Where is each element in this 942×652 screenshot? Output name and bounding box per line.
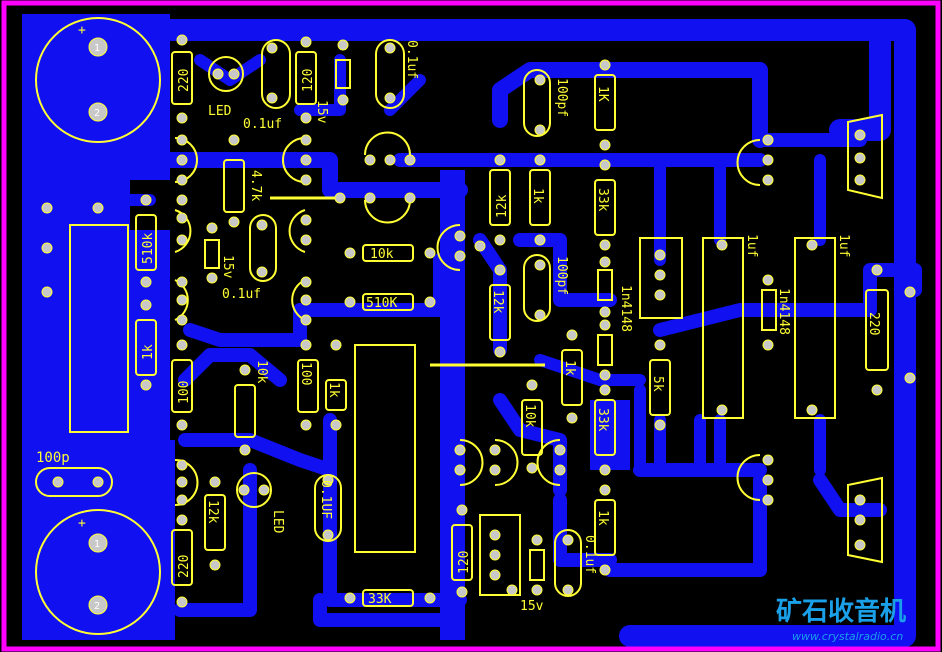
label-r1k-b: 1k — [530, 188, 545, 204]
watermark-url: www.crystalradio.cn — [792, 630, 903, 643]
label-r33k-bottom: 33K — [368, 592, 392, 607]
trace-layer — [64, 19, 922, 647]
label-c100pf-mid: 100pf — [554, 256, 569, 295]
label-r220-top: 220 — [177, 69, 192, 92]
label-r33k-a: 33k — [595, 188, 610, 212]
cap-top-pin2: 2 — [94, 108, 100, 119]
label-r100-left: 100 — [177, 381, 192, 404]
ic-right-a — [639, 237, 683, 319]
label-d1n4148-b: 1n4148 — [776, 288, 791, 335]
cap-top-plus: + — [78, 23, 86, 38]
label-z15v-mid: 15v — [220, 255, 235, 279]
cap-top-pin1: 1 — [94, 43, 100, 54]
label-r12k-low: 12k — [205, 500, 220, 524]
label-r33k-b: 33k — [595, 408, 610, 432]
label-c01uf-right: 0.1uf — [582, 535, 597, 574]
label-r510k-left: 510k — [141, 233, 156, 264]
label-c01uf-top: 0.1uf — [404, 40, 419, 79]
central-ic-outline — [354, 344, 416, 553]
cap-bottom-plus: + — [78, 516, 86, 531]
label-r12k-a: 12k — [495, 194, 510, 218]
label-r1k-c: 1k — [562, 360, 577, 376]
label-r47k: 4.7k — [248, 170, 263, 201]
label-r1k-mid: 1k — [326, 382, 341, 398]
label-r120-top: 120 — [301, 69, 316, 92]
watermark-cn: 矿石收音机 — [776, 596, 906, 627]
label-r510k-h: 510K — [366, 296, 397, 311]
label-c01uf-mid: 0.1uf — [243, 117, 282, 132]
cap-bottom-pin2: 2 — [94, 601, 100, 612]
label-r10k-left: 10k — [254, 360, 269, 384]
label-c01uf-low: 0.1UF — [318, 480, 333, 519]
regulator-outline — [69, 224, 129, 433]
electrolytic-cap-top — [35, 17, 161, 143]
label-r1k-bot: 1k — [595, 510, 610, 526]
label-d1n4148-a: 1n4148 — [618, 285, 633, 332]
label-c100pf-top: 100pf — [554, 78, 569, 117]
label-r10k-c: 10k — [522, 404, 537, 428]
jumper-lines — [270, 196, 545, 367]
label-r220-right: 220 — [866, 312, 881, 335]
label-z15v-top: 15v — [314, 100, 329, 124]
label-c100p: 100p — [36, 450, 70, 466]
silkscreen-layer — [35, 17, 889, 635]
label-r100-mid: 100 — [298, 362, 313, 385]
label-r1k-left: 1k — [141, 344, 156, 360]
ic-right-c — [794, 237, 836, 419]
watermark: 矿石收音机 www.crystalradio.cn — [776, 596, 906, 643]
label-c1uf-a: 1uf — [744, 234, 759, 257]
electrolytic-cap-bottom — [35, 509, 161, 635]
ic-right-b — [702, 237, 744, 419]
label-r120-low: 120 — [457, 551, 472, 574]
label-r1k-top: 1K — [595, 86, 610, 102]
label-led-low: LED — [270, 510, 285, 534]
transistor-top-right — [847, 113, 883, 200]
label-c01uf-left: 0.1uf — [222, 287, 261, 302]
ic-bottom-mid — [479, 514, 521, 596]
transistor-bottom-right — [847, 476, 883, 564]
pad-layer — [41, 34, 916, 615]
label-r10k-h: 10k — [370, 247, 394, 262]
label-r220-low: 220 — [177, 555, 192, 578]
label-z15v-low: 15v — [520, 599, 544, 614]
label-r5k: 5k — [650, 376, 665, 392]
silkscreen-text: + 1 2 + 1 2 220 LED 120 15v 0.1uf 0.1uf … — [36, 23, 881, 614]
cap-bottom-pin1: 1 — [94, 539, 100, 550]
label-c1uf-b: 1uf — [836, 234, 851, 257]
label-r12k-b: 12k — [490, 290, 505, 314]
label-led-top: LED — [208, 104, 232, 119]
